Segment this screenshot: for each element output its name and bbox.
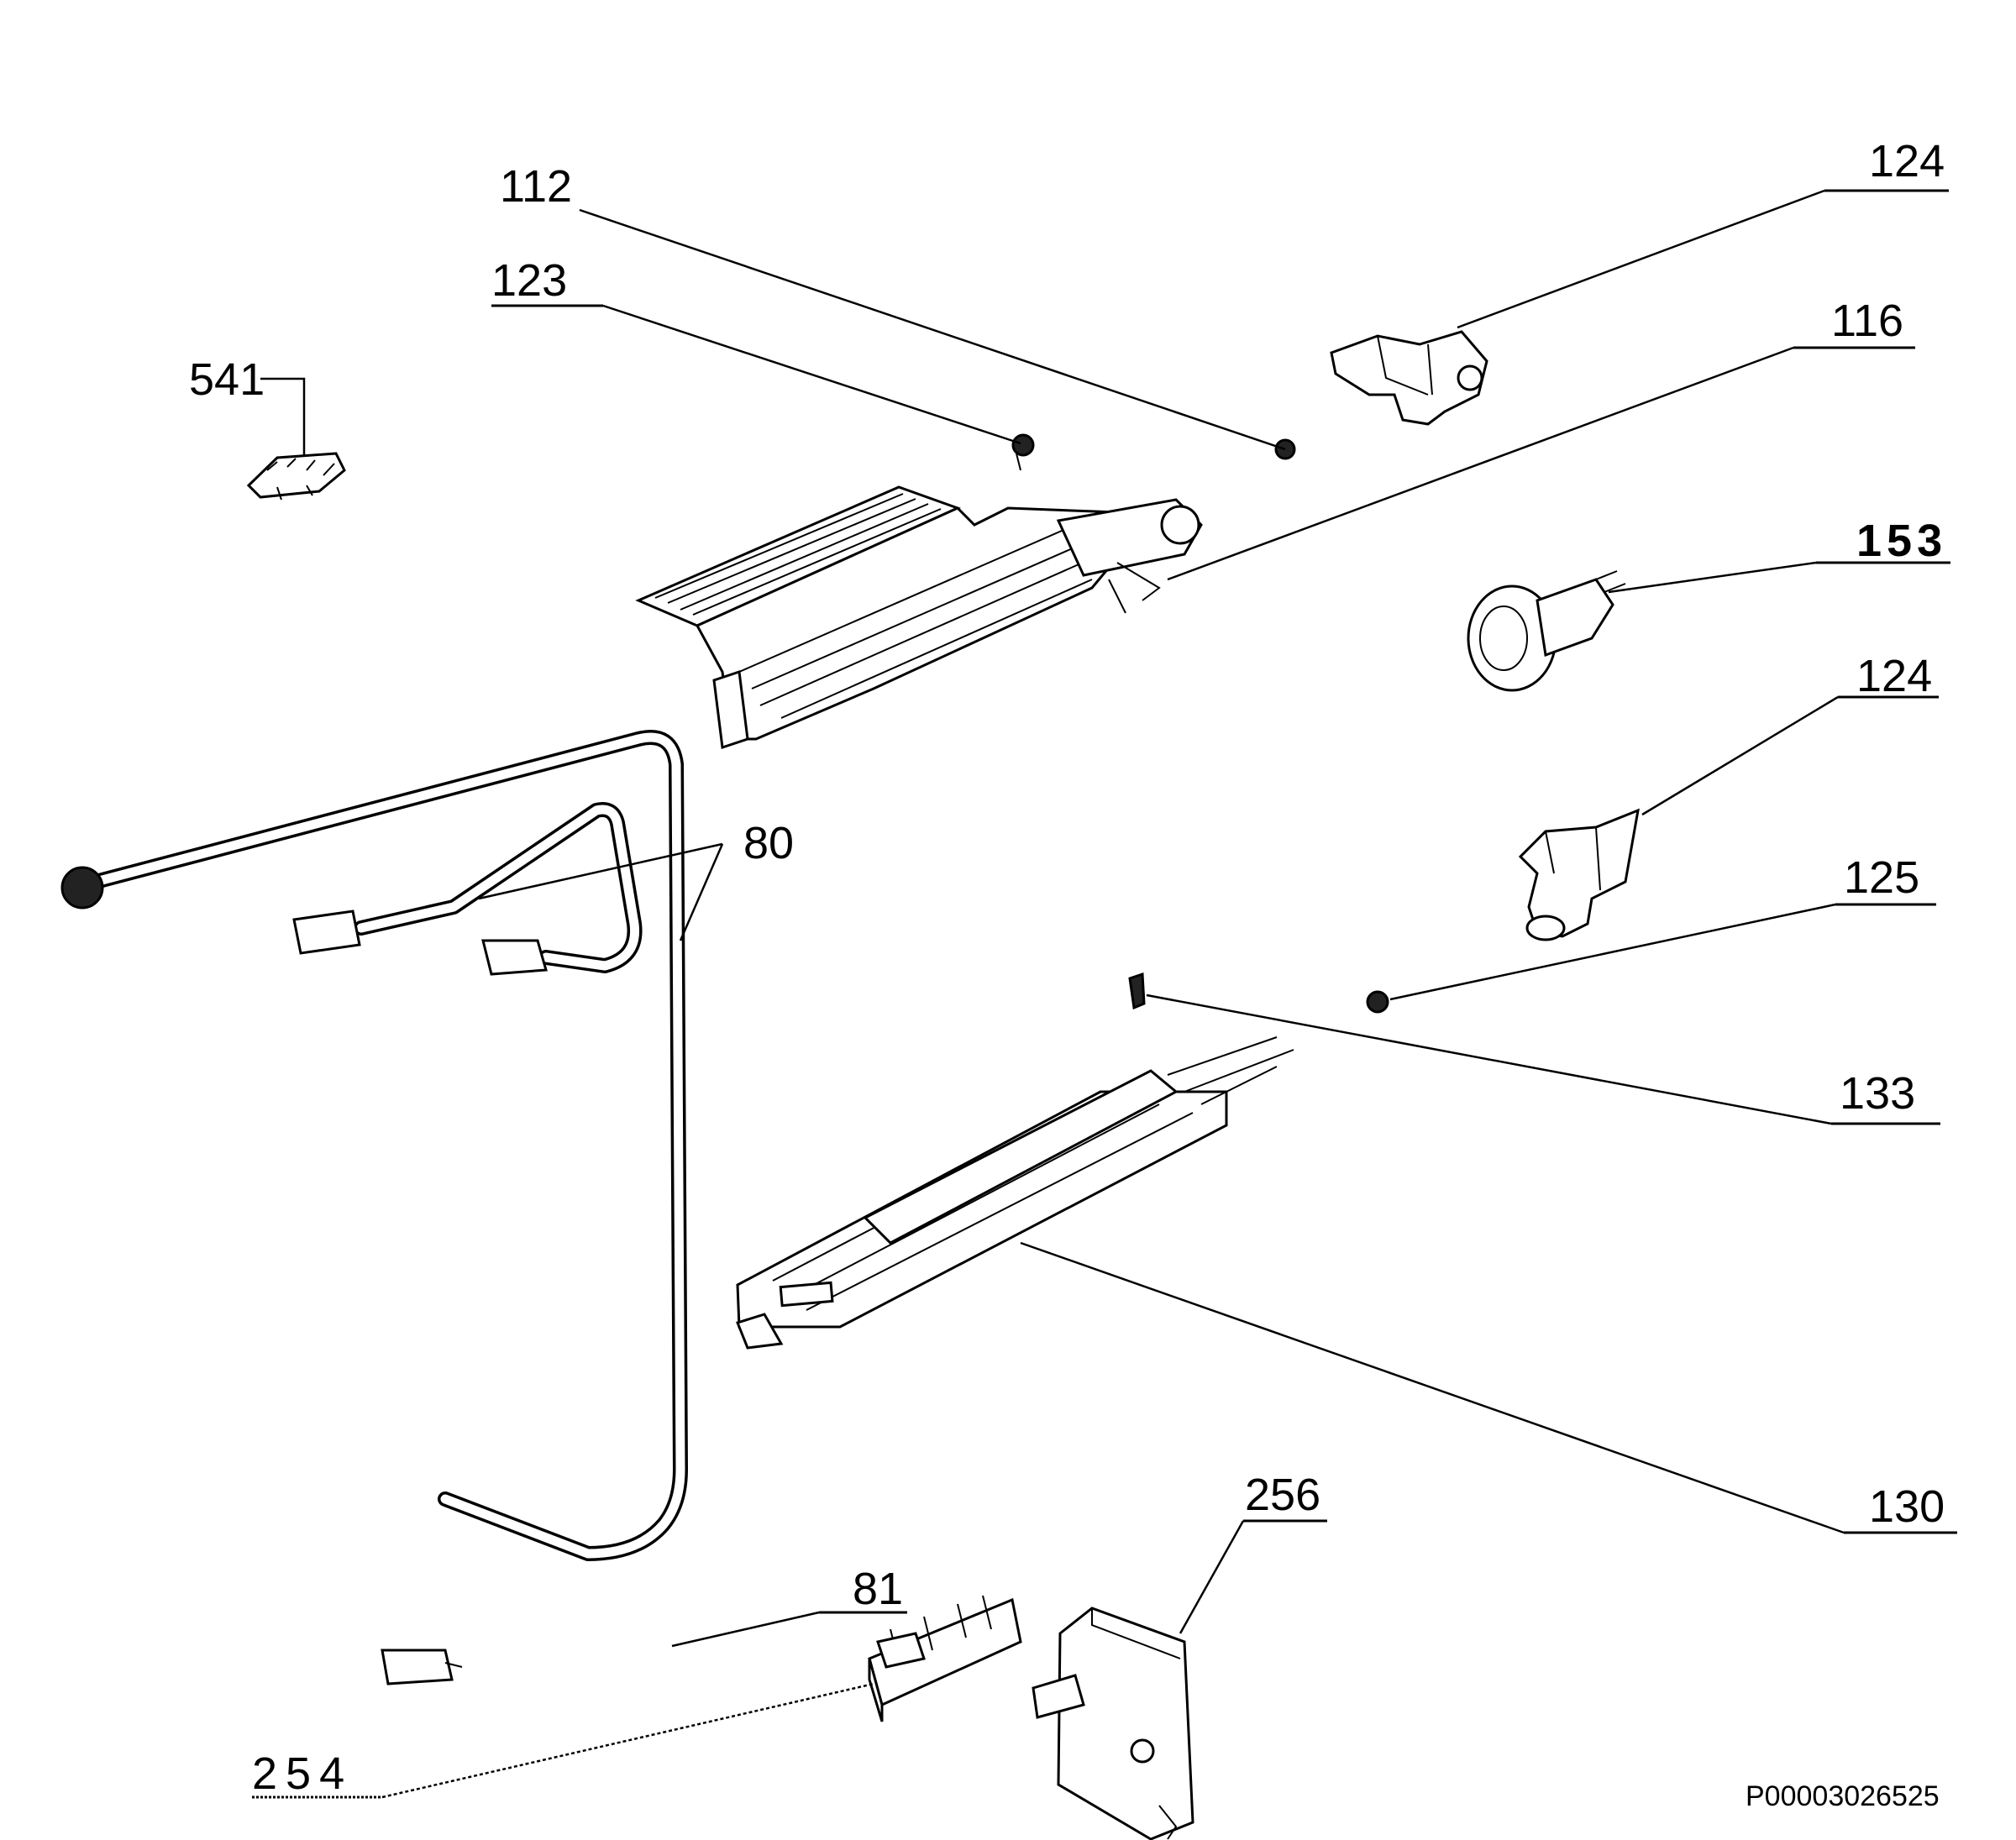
leader-112 <box>579 208 1286 451</box>
leader-130 <box>1020 1241 1845 1534</box>
callout-541: 541 <box>189 354 265 405</box>
leader-256 <box>1179 1520 1245 1634</box>
part-133-screw <box>1128 972 1146 1010</box>
part-256-control-box <box>1032 1607 1194 1840</box>
part-80-gas-pipe <box>60 730 688 1685</box>
leader-123 <box>602 304 1021 445</box>
leader-80 <box>478 842 723 900</box>
callout-80: 80 <box>743 818 794 868</box>
leader-541 <box>260 377 306 456</box>
callout-112: 112 <box>500 161 572 212</box>
part-153-lamp <box>1467 570 1626 692</box>
part-124-mid-bracket <box>1518 808 1640 941</box>
leader-116 <box>1167 346 1794 581</box>
callout-153: 153 <box>1856 516 1947 566</box>
leader-124-mid <box>1641 695 1839 816</box>
callout-133: 133 <box>1840 1068 1915 1119</box>
leader-125 <box>1389 903 1836 1001</box>
leader-153 <box>1608 561 1817 594</box>
part-116-grill-burner <box>635 485 1203 750</box>
part-254-switch-block <box>868 1595 1022 1722</box>
callout-256: 256 <box>1245 1470 1320 1520</box>
leader-81 <box>671 1611 820 1648</box>
leader-254 <box>381 1682 874 1799</box>
leader-80b <box>679 843 724 941</box>
callout-254: 254 <box>252 1748 353 1799</box>
leader-lines <box>252 189 1957 1799</box>
part-130-oven-burner <box>736 1036 1294 1350</box>
callout-81: 81 <box>853 1564 903 1614</box>
part-125-screw <box>1366 990 1389 1014</box>
part-541-clip <box>246 452 346 501</box>
callout-125: 125 <box>1844 852 1919 903</box>
document-id: P00003026525 <box>1746 1780 1940 1812</box>
callout-130: 130 <box>1869 1481 1945 1532</box>
leader-124-top <box>1457 189 1825 329</box>
part-123-screw <box>1011 433 1035 471</box>
callout-labels: 112 123 124 116 541 153 124 80 125 133 1… <box>189 136 1947 1812</box>
callout-124-mid: 124 <box>1856 651 1932 701</box>
callout-124-top: 124 <box>1869 136 1945 186</box>
leader-133 <box>1146 993 1832 1125</box>
part-124-top-bracket <box>1330 330 1488 426</box>
callout-123: 123 <box>491 255 567 306</box>
callout-116: 116 <box>1831 296 1903 346</box>
